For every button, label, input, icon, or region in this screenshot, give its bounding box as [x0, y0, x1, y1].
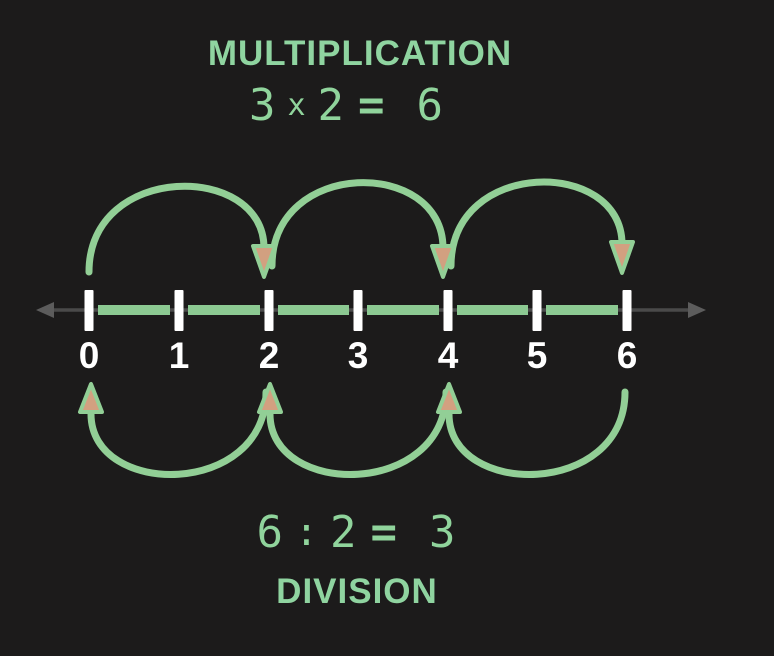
- tick-6: [622, 290, 632, 331]
- segment-0-1: [98, 305, 170, 315]
- mult-equals-sign: =: [358, 80, 385, 131]
- tick-marks: [84, 290, 632, 331]
- mult-arrowhead-at-6-icon: [609, 240, 635, 275]
- segment-4-5: [457, 305, 528, 315]
- unit-segments: [98, 305, 618, 315]
- division-arcs: [87, 388, 629, 478]
- number-label-2: 2: [258, 335, 280, 376]
- div-arc-4-to-2: [266, 388, 450, 478]
- segment-3-4: [367, 305, 439, 315]
- tick-1: [174, 290, 184, 331]
- mult-arrowhead-at-2-icon: [251, 244, 277, 279]
- tick-5: [532, 290, 542, 331]
- number-label-6: 6: [616, 335, 638, 376]
- mult-arc-2-to-4: [268, 179, 447, 270]
- divide-operator: :: [295, 510, 318, 554]
- number-label-4: 4: [437, 335, 459, 376]
- div-operand-b: 2: [329, 507, 357, 558]
- multiplication-arc-arrowheads: [251, 240, 635, 279]
- tick-3: [353, 290, 363, 331]
- segment-1-2: [188, 305, 260, 315]
- multiplication-arcs: [85, 178, 626, 276]
- number-label-5: 5: [526, 335, 548, 376]
- axis-right-arrow-icon: [688, 302, 706, 318]
- multiplication-title: MULTIPLICATION: [207, 34, 513, 73]
- mult-arc-4-to-6: [447, 178, 626, 270]
- axis-left-arrow-icon: [36, 302, 54, 318]
- segment-5-6: [546, 305, 618, 315]
- div-result: 3: [428, 507, 456, 558]
- tick-0: [84, 290, 94, 331]
- division-equation: 6:2=3: [0, 511, 712, 555]
- div-arrowhead-at-0-icon: [78, 382, 104, 414]
- mult-arrowhead-at-4-icon: [430, 244, 456, 279]
- tick-4: [443, 290, 453, 331]
- div-arrowhead-at-2-icon: [257, 382, 283, 414]
- division-arc-arrowheads: [78, 382, 462, 414]
- number-label-3: 3: [347, 335, 369, 376]
- tick-2: [264, 290, 274, 331]
- mult-operand-a: 3: [248, 80, 276, 131]
- number-label-1: 1: [168, 335, 190, 376]
- div-arrowhead-at-4-icon: [436, 382, 462, 414]
- mult-arc-0-to-2: [85, 182, 268, 276]
- mult-operand-b: 2: [317, 80, 345, 131]
- mult-result: 6: [416, 80, 444, 131]
- div-equals-sign: =: [370, 507, 397, 558]
- div-arc-2-to-0: [87, 388, 270, 478]
- multiply-operator: x: [287, 88, 306, 123]
- div-arc-6-to-4: [445, 388, 629, 478]
- number-label-0: 0: [78, 335, 100, 376]
- segment-2-3: [278, 305, 349, 315]
- div-operand-a: 6: [256, 507, 284, 558]
- division-title: DIVISION: [276, 572, 438, 611]
